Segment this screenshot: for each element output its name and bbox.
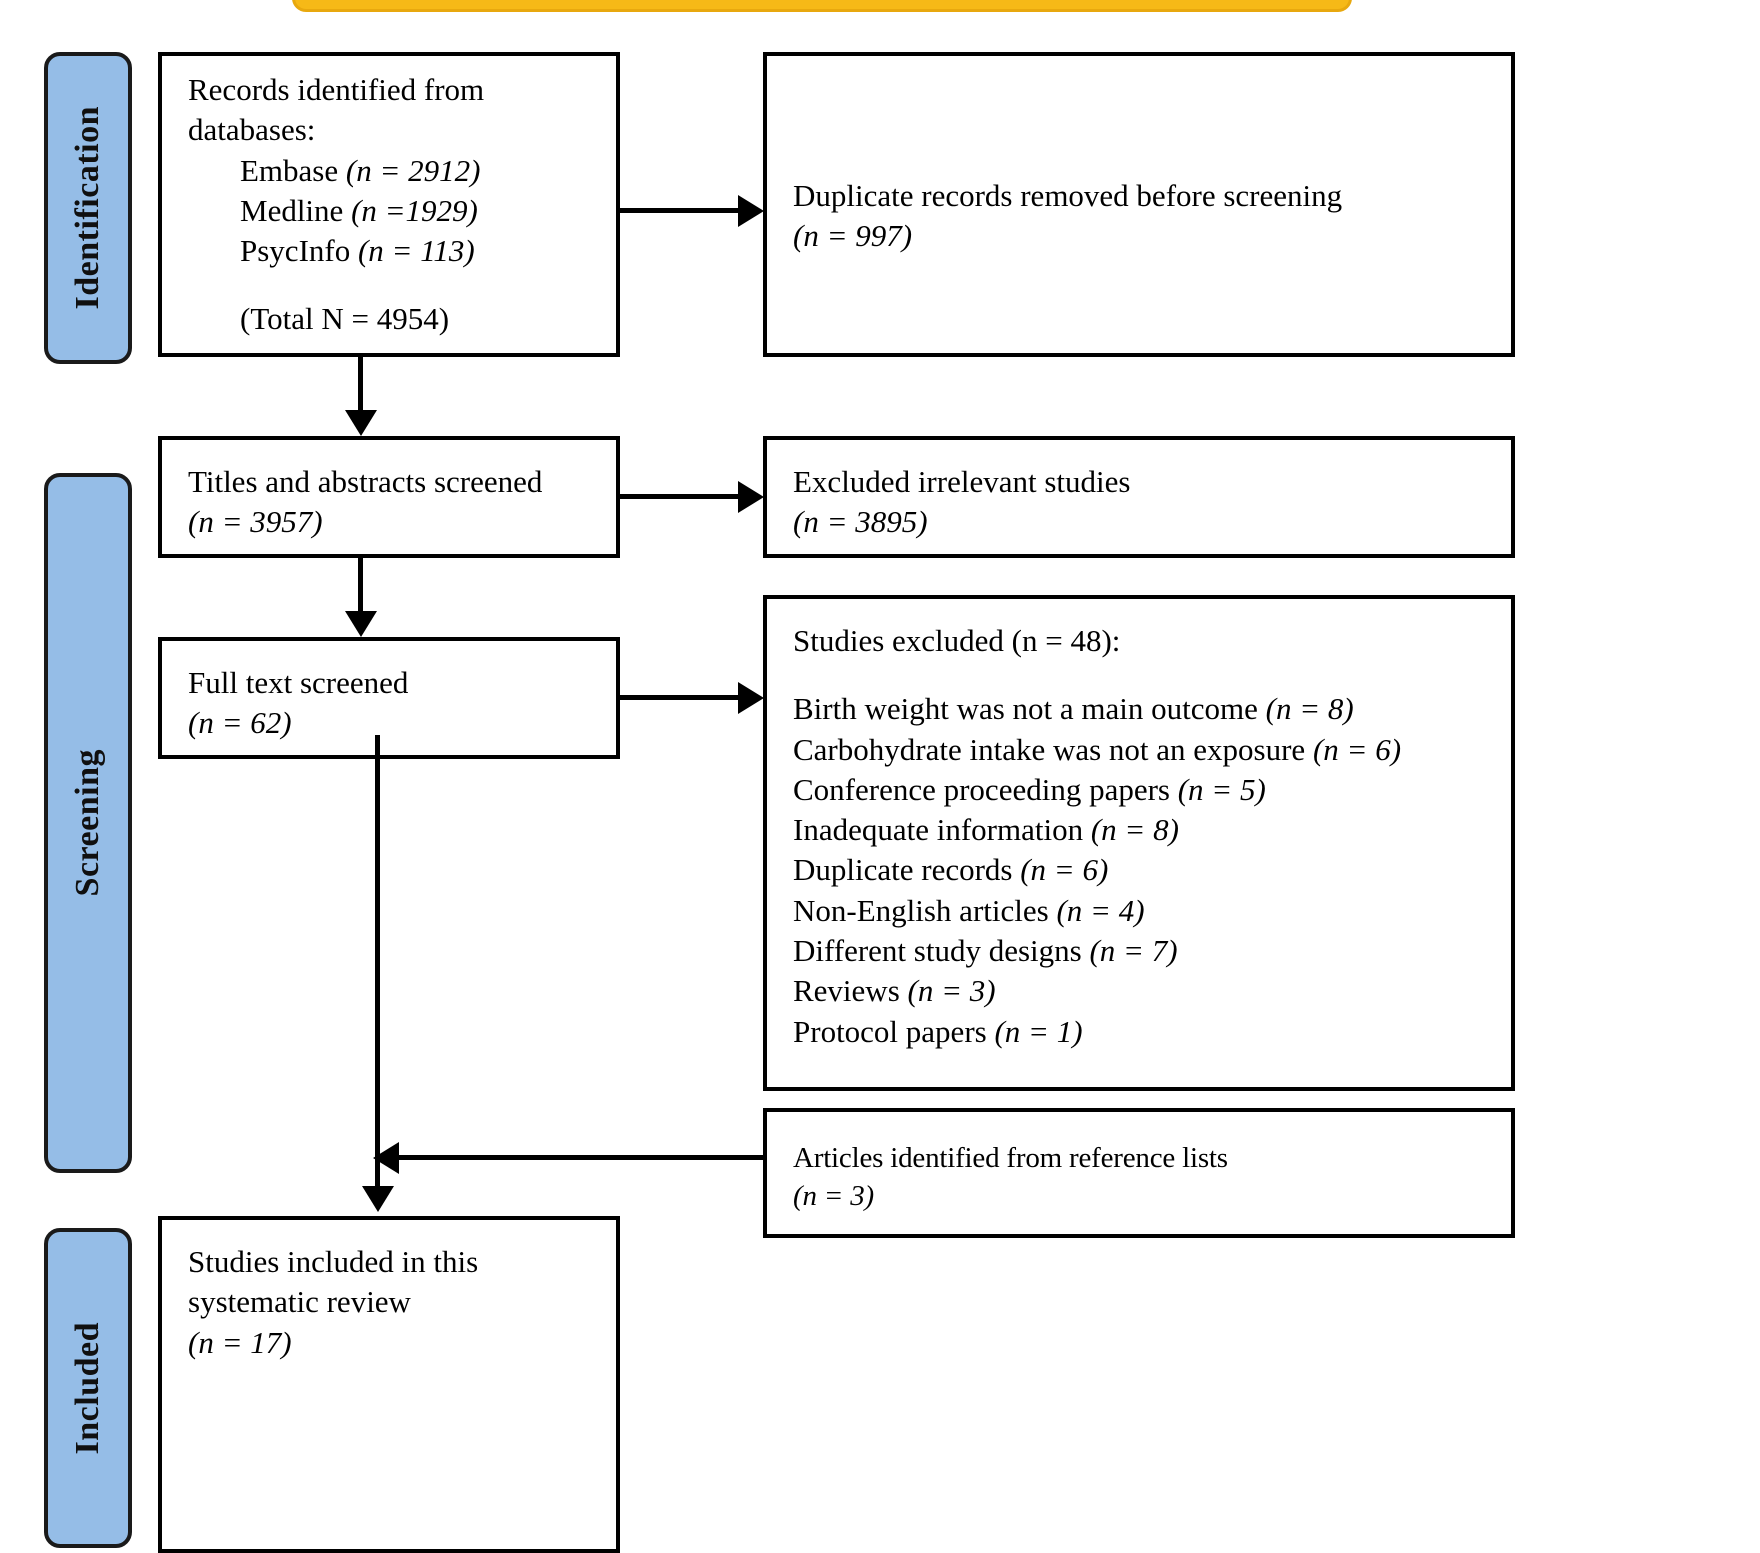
arrowhead-titles-to-excluded: [738, 481, 764, 513]
phase-label-screening: Screening: [69, 749, 106, 897]
exclusion-reason-study-designs: Different study designs (n = 7): [793, 933, 1178, 969]
connector-records-to-duplicates: [620, 208, 740, 213]
exclusion-reason-conference-proceedings: Conference proceeding papers (n = 5): [793, 771, 1266, 807]
phase-bar-identification: Identification: [44, 52, 132, 364]
source-embase: Embase (n = 2912): [188, 151, 598, 191]
duplicates-removed-line-2: (n = 997): [793, 218, 913, 254]
studies-excluded-spacer: [793, 661, 1493, 689]
reference-lists-line-1: Articles identified from reference lists: [793, 1142, 1228, 1174]
studies-included-line-3: (n = 17): [188, 1324, 292, 1360]
source-embase-count: (n = 2912): [345, 152, 481, 188]
records-identified-total: (Total N = 4954): [240, 301, 450, 337]
arrowhead-titles-to-fulltext: [345, 611, 377, 637]
full-text-line-1: Full text screened: [188, 665, 409, 700]
box-titles-abstracts-screened: Titles and abstracts screened (n = 3957): [158, 436, 620, 558]
exclusion-reason-inadequate-information: Inadequate information (n = 8): [793, 812, 1179, 848]
box-studies-excluded: Studies excluded (n = 48): Birth weight …: [763, 595, 1515, 1091]
source-medline-count: (n =1929): [351, 192, 478, 228]
connector-fulltext-to-studies-excluded: [620, 695, 740, 700]
exclusion-reason-birth-weight: Birth weight was not a main outcome (n =…: [793, 691, 1354, 727]
studies-included-line-1: Studies included in this: [188, 1244, 479, 1279]
arrowhead-records-to-titles: [345, 410, 377, 436]
box-records-identified: Records identified from databases: Embas…: [158, 52, 620, 357]
box-studies-included: Studies included in this systematic revi…: [158, 1216, 620, 1553]
phase-bar-screening: Screening: [44, 473, 132, 1173]
connector-records-to-titles: [358, 357, 363, 417]
exclusion-reason-protocol-papers: Protocol papers (n = 1): [793, 1013, 1083, 1049]
box-duplicates-removed: Duplicate records removed before screeni…: [763, 52, 1515, 357]
records-identified-title-line-2: databases:: [188, 112, 316, 148]
arrowhead-reference-lists-to-spine: [373, 1142, 399, 1174]
source-medline: Medline (n =1929): [188, 191, 598, 231]
excluded-irrelevant-line-1: Excluded irrelevant studies: [793, 464, 1131, 499]
arrowhead-to-studies-included: [362, 1186, 394, 1212]
box-full-text-screened: Full text screened (n = 62): [158, 637, 620, 759]
connector-fulltext-to-included-spine: [375, 735, 380, 1193]
source-psycinfo-count: (n = 113): [357, 233, 475, 269]
connector-titles-to-excluded: [620, 494, 740, 499]
phase-label-identification: Identification: [69, 106, 106, 310]
source-medline-name: Medline: [240, 192, 344, 228]
source-embase-name: Embase: [240, 152, 339, 188]
connector-reference-lists-to-spine: [398, 1155, 764, 1160]
records-identified-title-line-1: Records identified from: [188, 72, 485, 107]
box-excluded-irrelevant: Excluded irrelevant studies (n = 3895): [763, 436, 1515, 558]
excluded-irrelevant-line-2: (n = 3895): [793, 504, 928, 540]
duplicates-removed-line-1: Duplicate records removed before screeni…: [793, 178, 1343, 213]
diagram-banner-title: IDENTIFICATION OF STUDIES VIA DATABASES …: [292, 0, 1352, 12]
source-psycinfo: PsycInfo (n = 113): [188, 231, 598, 271]
exclusion-reason-duplicate-records: Duplicate records (n = 6): [793, 852, 1109, 888]
phase-label-included: Included: [69, 1321, 106, 1455]
phase-bar-included: Included: [44, 1228, 132, 1548]
connector-titles-to-fulltext: [358, 558, 363, 618]
titles-abstracts-line-1: Titles and abstracts screened: [188, 464, 543, 499]
source-psycinfo-name: PsycInfo: [240, 233, 351, 269]
arrowhead-records-to-duplicates: [738, 195, 764, 227]
studies-excluded-heading: Studies excluded (n = 48):: [793, 623, 1121, 658]
reference-lists-line-2: (n = 3): [793, 1179, 874, 1212]
full-text-line-2: (n = 62): [188, 705, 292, 741]
titles-abstracts-line-2: (n = 3957): [188, 504, 323, 540]
arrowhead-fulltext-to-studies-excluded: [738, 682, 764, 714]
studies-included-line-2: systematic review: [188, 1284, 411, 1320]
exclusion-reason-non-english: Non-English articles (n = 4): [793, 892, 1145, 928]
box-reference-lists: Articles identified from reference lists…: [763, 1108, 1515, 1238]
exclusion-reason-reviews: Reviews (n = 3): [793, 973, 996, 1009]
exclusion-reason-carbohydrate-intake: Carbohydrate intake was not an exposure …: [793, 731, 1402, 767]
records-identified-spacer: [188, 271, 598, 299]
